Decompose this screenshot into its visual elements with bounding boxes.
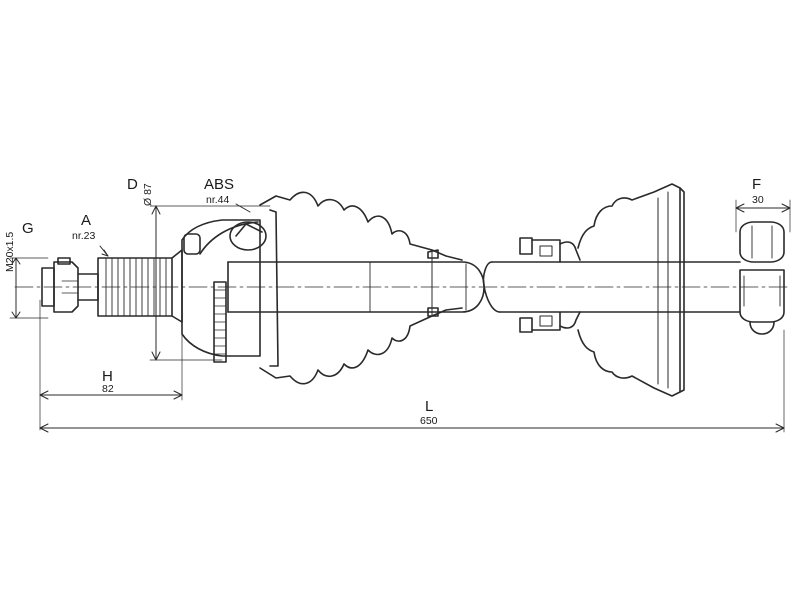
dimension-lines — [9, 199, 791, 433]
outer-cv-joint — [181, 219, 267, 357]
callout-h-letter: H — [102, 368, 113, 385]
callout-f-letter: F — [752, 176, 762, 193]
threaded-stub — [41, 257, 99, 313]
callout-a-value: nr.23 — [72, 230, 96, 242]
callout-h-value: 82 — [102, 383, 114, 395]
spline-section — [97, 249, 183, 323]
right-end-fitting — [739, 221, 785, 335]
callout-l-value: 650 — [420, 415, 438, 427]
callout-d-letter: D — [127, 176, 138, 193]
callout-d-value: Ø 87 — [142, 183, 154, 206]
inner-boot — [577, 183, 685, 397]
callout-abs-value: nr.44 — [206, 194, 230, 206]
inner-seal — [519, 237, 581, 333]
outer-boot — [259, 191, 463, 385]
shaft — [227, 261, 741, 313]
callout-g-letter: G — [22, 220, 34, 237]
callout-l-letter: L — [425, 398, 434, 415]
abs-tone-ring — [213, 281, 227, 363]
callout-abs-letter: ABS — [204, 176, 235, 193]
callout-a-letter: A — [81, 212, 92, 229]
callout-g-value: M20x1.5 — [4, 231, 16, 272]
callout-f-value: 30 — [752, 194, 764, 206]
